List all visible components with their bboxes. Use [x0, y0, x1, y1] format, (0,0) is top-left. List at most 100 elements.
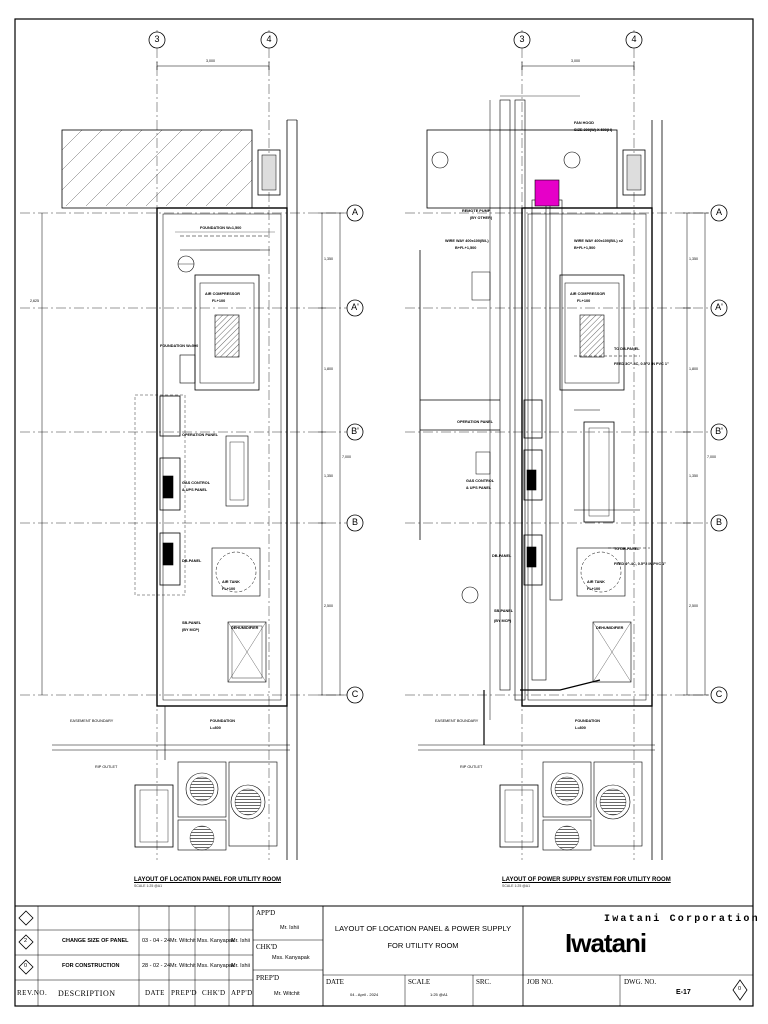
dwg-no-label: DWG. NO.: [624, 978, 657, 986]
dim-row-4-right: 2,500: [689, 604, 698, 608]
label-foundation-small: FOUNDATION W=500: [160, 344, 199, 348]
title-block-lines: [15, 905, 753, 1006]
revision-appd: Mr. Ishii: [231, 963, 250, 969]
revision-description: FOR CONSTRUCTION: [62, 963, 120, 969]
dim-row-4-left: 2,500: [324, 604, 333, 608]
grid-label-col-4-left: 4: [266, 34, 272, 44]
grid-label-row-a-left: A: [351, 207, 358, 217]
grid-label-row-a-right: A: [715, 207, 722, 217]
label-feed-1: FEED 3C^-4C, 0.5^2 IN PVC 1": [614, 362, 669, 366]
dim-total-right: 7,000: [707, 455, 716, 459]
dim-row-2-left: 1,800: [324, 367, 333, 371]
chkd-name: Mss. Kanyapak: [272, 955, 310, 961]
header-chkd: CHK'D: [202, 989, 226, 997]
sheet-border: [14, 18, 754, 1007]
label-foundation-top: FOUNDATION W=1,500: [200, 226, 242, 230]
dim-col-left: 3,000: [206, 59, 215, 63]
label-ups-panel-right: & UPS PANEL: [466, 486, 492, 490]
label-dehumidifier-left: DEHUMIDIFIER: [231, 626, 259, 630]
src-label: SRC.: [476, 978, 491, 986]
label-foundation-bottom-right: FOUNDATION: [575, 719, 601, 723]
label-to-db-panel-2: TO DB-PANEL: [614, 547, 640, 551]
revision-number: 0: [24, 963, 28, 969]
revision-description: CHANGE SIZE OF PANEL: [62, 938, 129, 944]
dim-row-3-left: 1,350: [324, 474, 333, 478]
prepd-name: Mr. Witchit: [274, 991, 300, 997]
project-title-line1: LAYOUT OF LOCATION PANEL & POWER SUPPLY: [334, 924, 512, 933]
label-air-tank-fl-right: FL+100: [587, 587, 601, 591]
chkd-label: CHK'D: [256, 943, 278, 951]
label-ups-panel-left: & UPS PANEL: [182, 488, 208, 492]
grid-label-row-b-right: B: [715, 517, 722, 527]
revision-date: 03 - 04 - 24: [142, 938, 171, 944]
label-dehumidifier-right: DEHUMIDIFIER: [596, 626, 624, 630]
label-remote-pump: REMOTE PUMP: [462, 209, 491, 213]
label-fan-hood: FAN HOOD: [574, 121, 595, 125]
appd-label: APP'D: [256, 909, 276, 917]
grid-label-row-c-right: C: [715, 689, 723, 699]
label-air-tank-right: AIR TANK: [587, 580, 605, 584]
job-no-label: JOB NO.: [527, 978, 554, 986]
dim-row-2-right: 1,800: [689, 367, 698, 371]
revision-number: 2: [24, 938, 28, 944]
label-fan-hood-size: SIZE 300(W) X 500(H): [574, 128, 613, 132]
header-prepd: PREP'D: [171, 989, 198, 997]
label-feed-2: FEED 4^-4C, 0.5^2 IN PVC 1": [614, 562, 667, 566]
label-foundation-bottom-l-right: L=800: [575, 726, 586, 730]
revision-prepd: Mr. Witchit: [170, 938, 196, 944]
label-operation-panel-right: OPERATION PANEL: [457, 420, 493, 424]
label-wire-way-left-fl: B+FL+1,500: [455, 246, 477, 250]
grid-label-row-c-left: C: [351, 689, 359, 699]
dim-total-left: 7,000: [342, 455, 351, 459]
fan-hood-marker: [534, 179, 560, 207]
label-by-mcp-right: (BY MCP): [494, 619, 512, 623]
revision-prepd: Mr. Witchit: [170, 963, 196, 969]
label-db-panel-right: DB-PANEL: [492, 554, 512, 558]
grid-label-col-3-left: 3: [154, 34, 160, 44]
label-air-compressor-left: AIR COMPRESSOR: [205, 292, 241, 296]
drawing-title-left: LAYOUT OF LOCATION PANEL FOR UTILITY ROO…: [134, 877, 281, 883]
grid-label-row-b-left: B: [351, 517, 358, 527]
company-name: Iwatani Corporation: [604, 914, 760, 925]
label-rip-outlet-left: RIP OUTLET: [95, 765, 118, 769]
label-sb-panel-right: SB-PANEL: [494, 609, 514, 613]
label-wire-way-right: WIRE WAY 400x100(B/L) x2: [574, 239, 623, 243]
revision-appd: Mr. Ishii: [231, 938, 250, 944]
label-foundation-bottom-left: FOUNDATION: [210, 719, 236, 723]
left-plan: [20, 30, 350, 860]
label-air-tank-fl-left: FL+100: [222, 587, 236, 591]
label-rip-outlet-right: RIP OUTLET: [460, 765, 483, 769]
right-plan: [405, 30, 712, 860]
label-db-panel-left: DB-PANEL: [182, 559, 202, 563]
label-gas-control-left: GAS CONTROL: [182, 481, 211, 485]
grid-label-row-a2-right: A': [715, 302, 723, 312]
label-compressor-fl-right: FL+100: [577, 299, 591, 303]
grid-label-row-a2-left: A': [351, 302, 359, 312]
label-gas-control-right: GAS CONTROL: [466, 479, 495, 483]
header-description: DESCRIPTION: [58, 989, 116, 998]
dwg-no-value: E-17: [676, 989, 691, 996]
label-by-other: (BY OTHER): [470, 216, 493, 220]
header-date: DATE: [145, 989, 165, 997]
label-foundation-bottom-l-left: L=800: [210, 726, 221, 730]
label-easement-left: EASEMENT BOUNDARY: [70, 719, 114, 723]
label-compressor-fl-left: FL+100: [212, 299, 226, 303]
dim-row-3-right: 1,350: [689, 474, 698, 478]
dim-row-1-left: 1,350: [324, 257, 333, 261]
revision-chkd: Mss. Kanyapak: [197, 963, 235, 969]
label-air-compressor-right: AIR COMPRESSOR: [570, 292, 606, 296]
label-easement-right: EASEMENT BOUNDARY: [435, 719, 479, 723]
dim-row-1-right: 1,350: [689, 257, 698, 261]
label-wire-way-left: WIRE WAY 400x100(B/L): [445, 239, 489, 243]
dim-overall-left: 2,625: [30, 299, 39, 303]
label-by-mcp-left: (BY MCP): [182, 628, 200, 632]
header-appd: APP'D: [231, 989, 253, 997]
label-to-db-panel-1: TO DB-PANEL: [614, 347, 640, 351]
appd-name: Mr. Ishii: [280, 925, 299, 931]
company-logo: Iwatani: [565, 928, 647, 958]
grid-label-col-4-right: 4: [631, 34, 637, 44]
dim-col-right: 3,000: [571, 59, 580, 63]
label-sb-panel-left: SB-PANEL: [182, 621, 202, 625]
